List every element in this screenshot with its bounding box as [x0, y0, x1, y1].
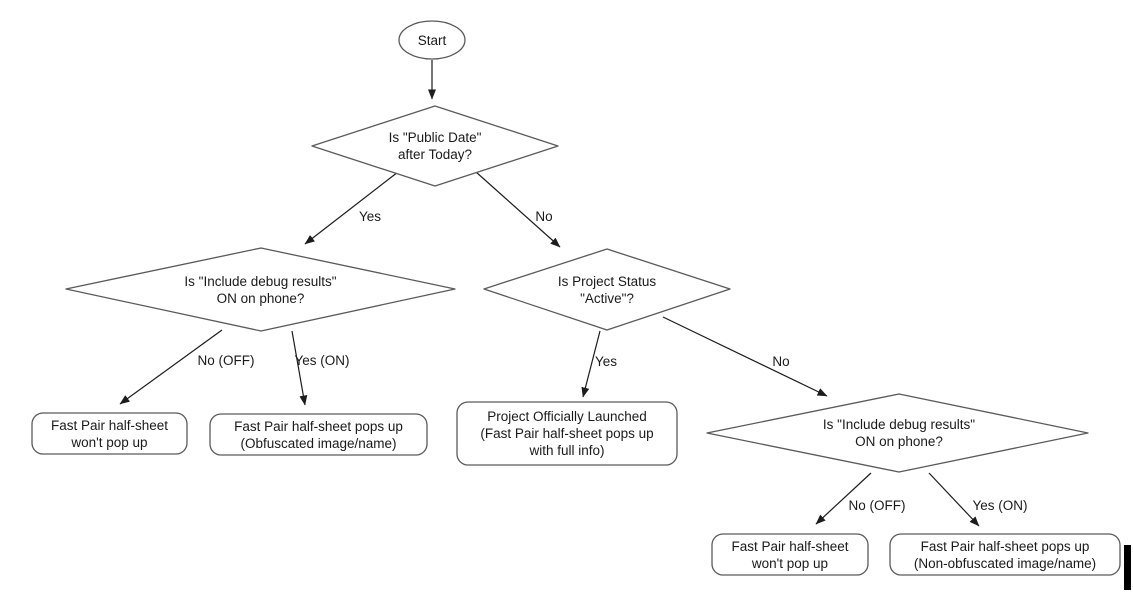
edge-debug-left-no-off [119, 329, 223, 405]
edge-project-status-no [662, 316, 828, 397]
edge-public-date-yes [304, 171, 399, 245]
start-node-shape [398, 20, 466, 60]
decision-debug-left-shape [65, 247, 456, 332]
edge-label-yes-mid: Yes [594, 354, 618, 369]
result-wont-pop-right-shape [711, 533, 869, 576]
edge-label-no-off-right: No (OFF) [848, 498, 906, 513]
text-cursor-bar [1124, 545, 1131, 590]
edge-label-yes-on-left: Yes (ON) [294, 353, 350, 368]
decision-public-date-shape [311, 105, 559, 187]
edge-public-date-no [475, 171, 561, 248]
decision-debug-right-shape [706, 393, 1089, 473]
edge-label-yes-on-right: Yes (ON) [972, 498, 1028, 513]
edge-debug-right-no-off [815, 472, 872, 525]
result-non-obfuscated-shape [889, 533, 1121, 576]
result-wont-pop-left-shape [31, 412, 188, 455]
edge-debug-left-yes-on [291, 330, 308, 406]
edge-label-no-off-left: No (OFF) [197, 353, 255, 368]
edge-label-no-mid: No [772, 354, 790, 369]
result-launched-shape [456, 401, 678, 466]
edge-label-yes-top: Yes [358, 209, 382, 224]
edge-project-status-yes [581, 330, 601, 398]
decision-project-status-shape [483, 248, 731, 331]
result-obfuscated-shape [209, 413, 428, 456]
edge-debug-right-yes-on [928, 472, 980, 527]
edge-label-no-top: No [535, 209, 553, 224]
